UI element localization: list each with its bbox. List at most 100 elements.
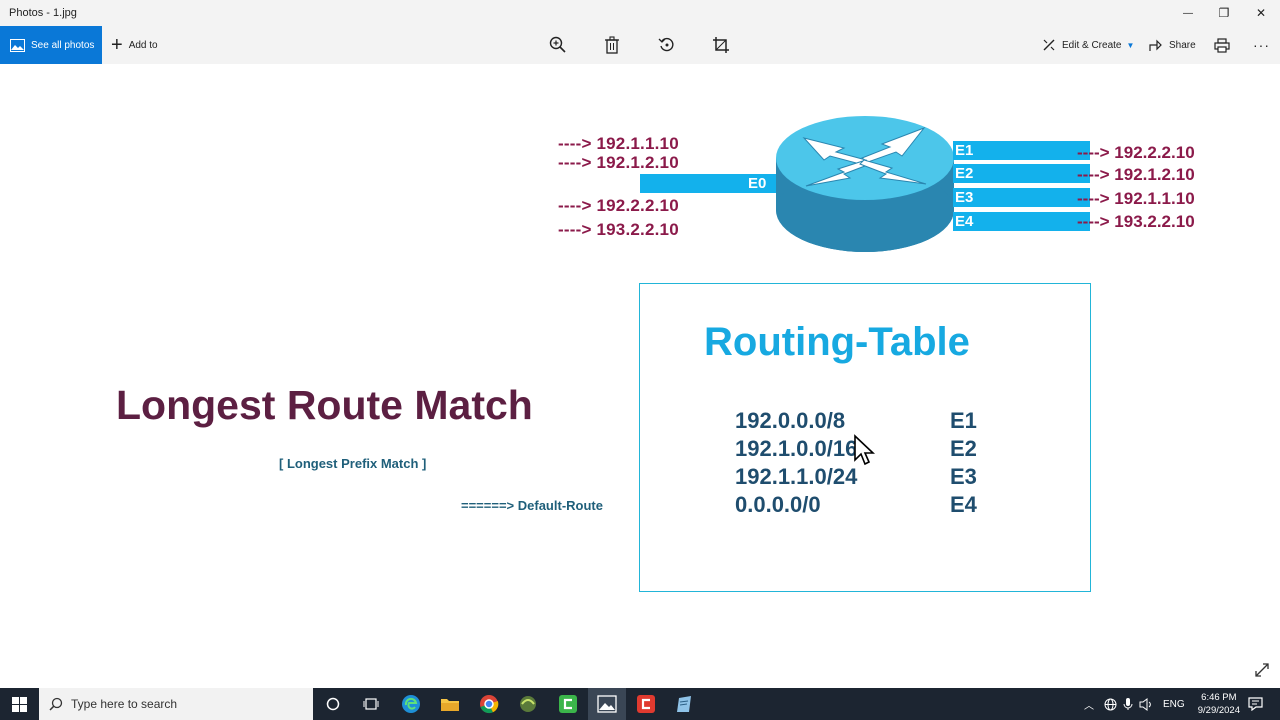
route-interface-1: E1 [950,408,977,433]
photo-viewer-canvas: ----> 192.1.1.10 ----> 192.1.2.10 ----> … [0,64,1280,688]
more-icon: ··· [1253,37,1270,53]
share-button[interactable]: Share [1149,26,1196,64]
notification-icon [1247,697,1263,711]
search-icon [49,697,63,711]
title-bar: Photos - 1.jpg — ❐ ✕ [0,0,1280,26]
minimize-button[interactable]: — [1170,0,1206,26]
incoming-address-3: ----> 192.2.2.10 [558,196,679,215]
windows-logo-icon [11,696,27,712]
close-button[interactable]: ✕ [1243,0,1279,26]
start-button[interactable] [0,688,38,720]
interface-bar-e2: E2 [953,164,1090,183]
taskbar-app-photos[interactable] [588,688,626,720]
route-interface-3: E3 [950,464,977,489]
speaker-icon[interactable] [1139,697,1153,711]
route-network-1: 192.0.0.0/8 [735,408,846,433]
more-options-button[interactable]: ··· [1253,26,1270,64]
mouse-cursor-icon [854,434,876,466]
route-network-2: 192.1.0.0/16 [735,436,858,461]
route-interface-2: E2 [950,436,977,461]
subheadline: [ Longest Prefix Match ] [279,456,427,471]
zoom-button[interactable] [547,34,569,56]
restore-icon: ❐ [1218,6,1230,20]
clock-date: 9/29/2024 [1197,705,1240,716]
photos-icon [10,38,25,52]
headline: Longest Route Match [116,382,533,428]
see-all-photos-button[interactable]: See all photos [0,26,102,64]
add-to-button[interactable]: + Add to [111,26,158,64]
crop-icon [713,37,729,53]
notifications-button[interactable] [1240,688,1270,720]
add-to-label: Add to [128,39,158,51]
interface-label-e1: E1 [955,142,974,159]
fullscreen-expand-icon[interactable] [1254,662,1270,678]
interface-label-e0: E0 [748,175,767,192]
clock-time: 6:46 PM [1201,692,1237,703]
language-indicator[interactable]: ENG [1163,698,1185,710]
rotate-button[interactable] [656,34,678,56]
interface-bar-e4: E4 [953,212,1090,231]
see-all-photos-label: See all photos [31,39,95,51]
interface-label-e3: E3 [955,189,974,206]
edit-create-icon [1043,39,1055,51]
recorder-icon [637,695,655,713]
network-globe-icon[interactable] [1104,698,1117,711]
edit-create-button[interactable]: Edit & Create ▼ [1042,26,1134,64]
share-label: Share [1169,39,1196,51]
photos-icon [597,695,617,713]
search-placeholder: Type here to search [71,697,178,711]
incoming-address-1: ----> 192.1.1.10 [558,134,679,153]
folder-icon [441,699,459,711]
delete-button[interactable] [601,34,623,56]
taskbar-app-chrome[interactable] [470,688,508,720]
share-icon [1149,39,1162,51]
system-tray: ︿ ENG [1084,688,1185,720]
routing-table-box: Routing-Table 192.0.0.0/8 E1 192.1.0.0/1… [639,283,1091,592]
interface-bar-e1: E1 [953,141,1090,160]
taskbar-app-green[interactable] [509,688,547,720]
chevron-up-icon[interactable]: ︿ [1084,700,1094,712]
outgoing-address-e4: ----> 193.2.2.10 [1077,212,1195,231]
plus-icon: + [111,34,123,56]
taskbar-clock[interactable]: 6:46 PM 9/29/2024 [1198,691,1240,717]
task-view-icon [363,698,379,710]
trash-icon [605,36,619,54]
app-icon [520,696,536,712]
taskbar-app-edge[interactable] [392,688,430,720]
taskbar-app-file-explorer[interactable] [431,688,469,720]
outgoing-address-e3: ----> 192.1.1.10 [1077,189,1195,208]
interface-bar-e0: E0 [640,174,780,193]
incoming-address-2: ----> 192.1.2.10 [558,153,679,172]
edit-create-label: Edit & Create [1062,39,1122,51]
microphone-icon[interactable] [1123,697,1133,711]
taskbar-app-camtasia[interactable] [549,688,587,720]
cortana-button[interactable] [314,688,352,720]
chevron-down-icon: ▼ [1126,40,1135,50]
print-button[interactable] [1211,34,1233,56]
cortana-circle-icon [326,697,340,711]
task-view-button[interactable] [352,688,390,720]
rotate-icon [658,37,674,52]
command-bar: See all photos + Add to Edit & Create ▼ … [0,26,1280,64]
notepad-icon [677,696,691,712]
taskbar-search-box[interactable]: Type here to search [39,688,313,720]
print-icon [1214,37,1230,53]
interface-label-e4: E4 [955,213,974,230]
crop-button[interactable] [710,34,732,56]
default-route-label: ======> Default-Route [461,498,603,513]
route-network-4: 0.0.0.0/0 [735,492,821,517]
zoom-icon [549,36,566,53]
outgoing-address-e2: ----> 192.1.2.10 [1077,165,1195,184]
taskbar-app-notepad[interactable] [666,688,704,720]
incoming-address-4: ----> 193.2.2.10 [558,220,679,239]
taskbar-app-recorder[interactable] [627,688,665,720]
router-icon [776,116,954,252]
taskbar: Type here to search [0,688,1280,720]
route-interface-4: E4 [950,492,977,517]
edge-icon [402,695,420,713]
restore-button[interactable]: ❐ [1206,0,1242,26]
minimize-icon: — [1183,7,1193,19]
close-icon: ✕ [1255,6,1267,20]
chrome-icon [480,695,499,714]
